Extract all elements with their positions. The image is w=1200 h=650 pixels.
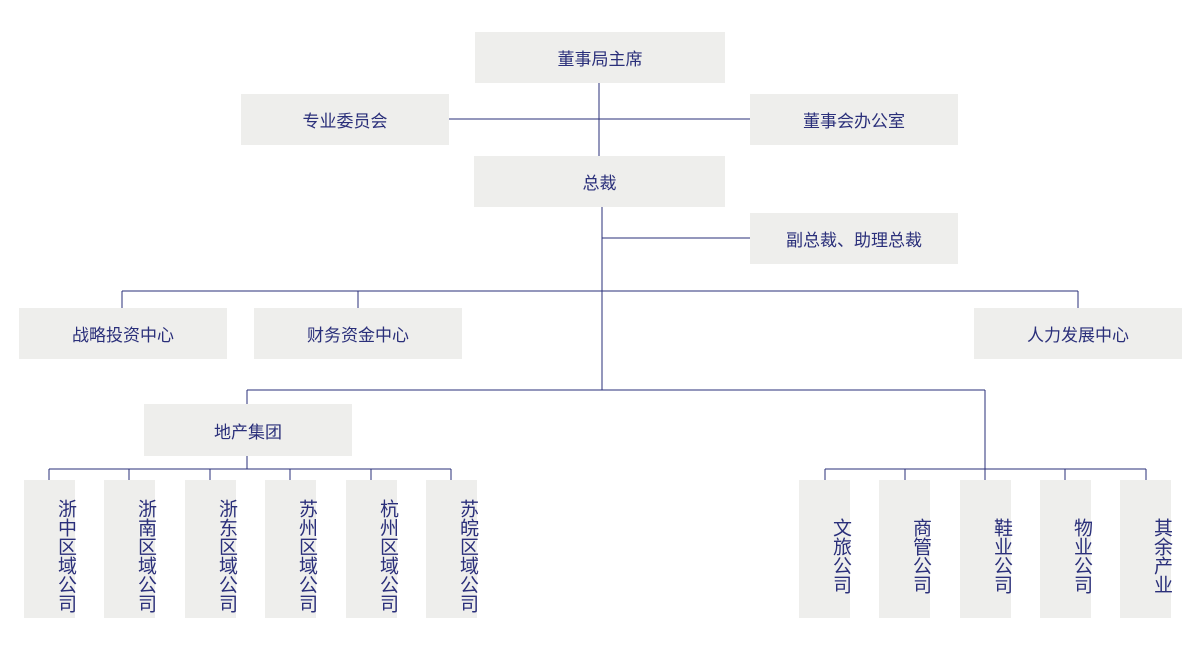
node-region: 苏皖区域公司 bbox=[426, 480, 479, 618]
node-subsidiary: 鞋业公司 bbox=[960, 480, 1013, 618]
node-subsidiary: 物业公司 bbox=[1040, 480, 1093, 618]
node-strategy-center: 战略投资中心 bbox=[19, 308, 227, 359]
node-region: 浙中区域公司 bbox=[24, 480, 77, 618]
node-region: 杭州区域公司 bbox=[346, 480, 399, 618]
node-hr-center: 人力发展中心 bbox=[974, 308, 1182, 359]
node-realestate-group: 地产集团 bbox=[144, 404, 352, 456]
node-region: 浙东区域公司 bbox=[185, 480, 238, 618]
node-region: 苏州区域公司 bbox=[265, 480, 318, 618]
node-subsidiary: 其余产业 bbox=[1120, 480, 1173, 618]
node-president: 总裁 bbox=[474, 156, 725, 207]
node-subsidiary: 文旅公司 bbox=[799, 480, 852, 618]
node-chairman: 董事局主席 bbox=[475, 32, 725, 83]
node-vice-president: 副总裁、助理总裁 bbox=[750, 213, 958, 264]
node-committee: 专业委员会 bbox=[241, 94, 449, 145]
node-board-office: 董事会办公室 bbox=[750, 94, 958, 145]
node-subsidiary: 商管公司 bbox=[879, 480, 932, 618]
node-finance-center: 财务资金中心 bbox=[254, 308, 462, 359]
node-region: 浙南区域公司 bbox=[104, 480, 157, 618]
